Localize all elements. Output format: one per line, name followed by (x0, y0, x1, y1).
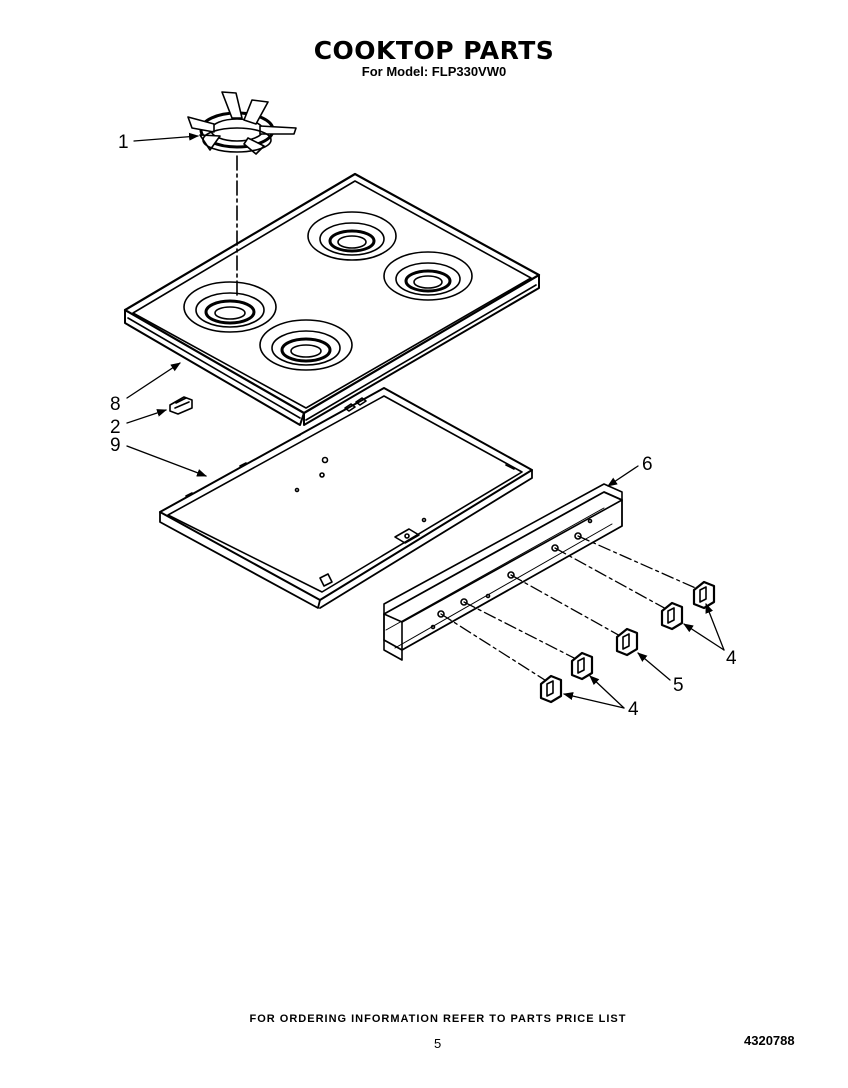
control-knob-5 (692, 580, 716, 610)
leader-lines (126, 132, 725, 709)
ordering-note: FOR ORDERING INFORMATION REFER TO PARTS … (249, 1013, 627, 1025)
burner-grate (187, 91, 297, 155)
callout-9: 9 (110, 435, 121, 456)
control-knob-3 (615, 627, 639, 657)
callout-4-left: 4 (628, 699, 639, 720)
control-knob-1 (539, 674, 563, 704)
model-subtitle: For Model: FLP330VW0 (361, 64, 507, 79)
burner-well-rear-right (383, 251, 473, 301)
burner-well-rear-left (307, 211, 397, 261)
callout-2: 2 (110, 417, 121, 438)
burner-box-tray (159, 387, 533, 609)
manifold-panel (383, 483, 623, 661)
hinge-clip (169, 396, 193, 415)
document-number: 4320788 (744, 1033, 795, 1048)
page-title: COOKTOP PARTS (313, 36, 555, 65)
callout-6: 6 (642, 454, 653, 475)
page-number: 5 (434, 1036, 442, 1051)
callout-8: 8 (110, 394, 121, 415)
callout-4-right: 4 (726, 648, 737, 669)
control-knob-2 (570, 651, 594, 681)
callout-1: 1 (118, 132, 129, 153)
callout-5: 5 (673, 675, 684, 696)
burner-well-front-left (183, 281, 277, 333)
control-knob-4 (660, 601, 684, 631)
cooktop-panel (123, 172, 541, 426)
burner-well-front-right (259, 319, 353, 371)
